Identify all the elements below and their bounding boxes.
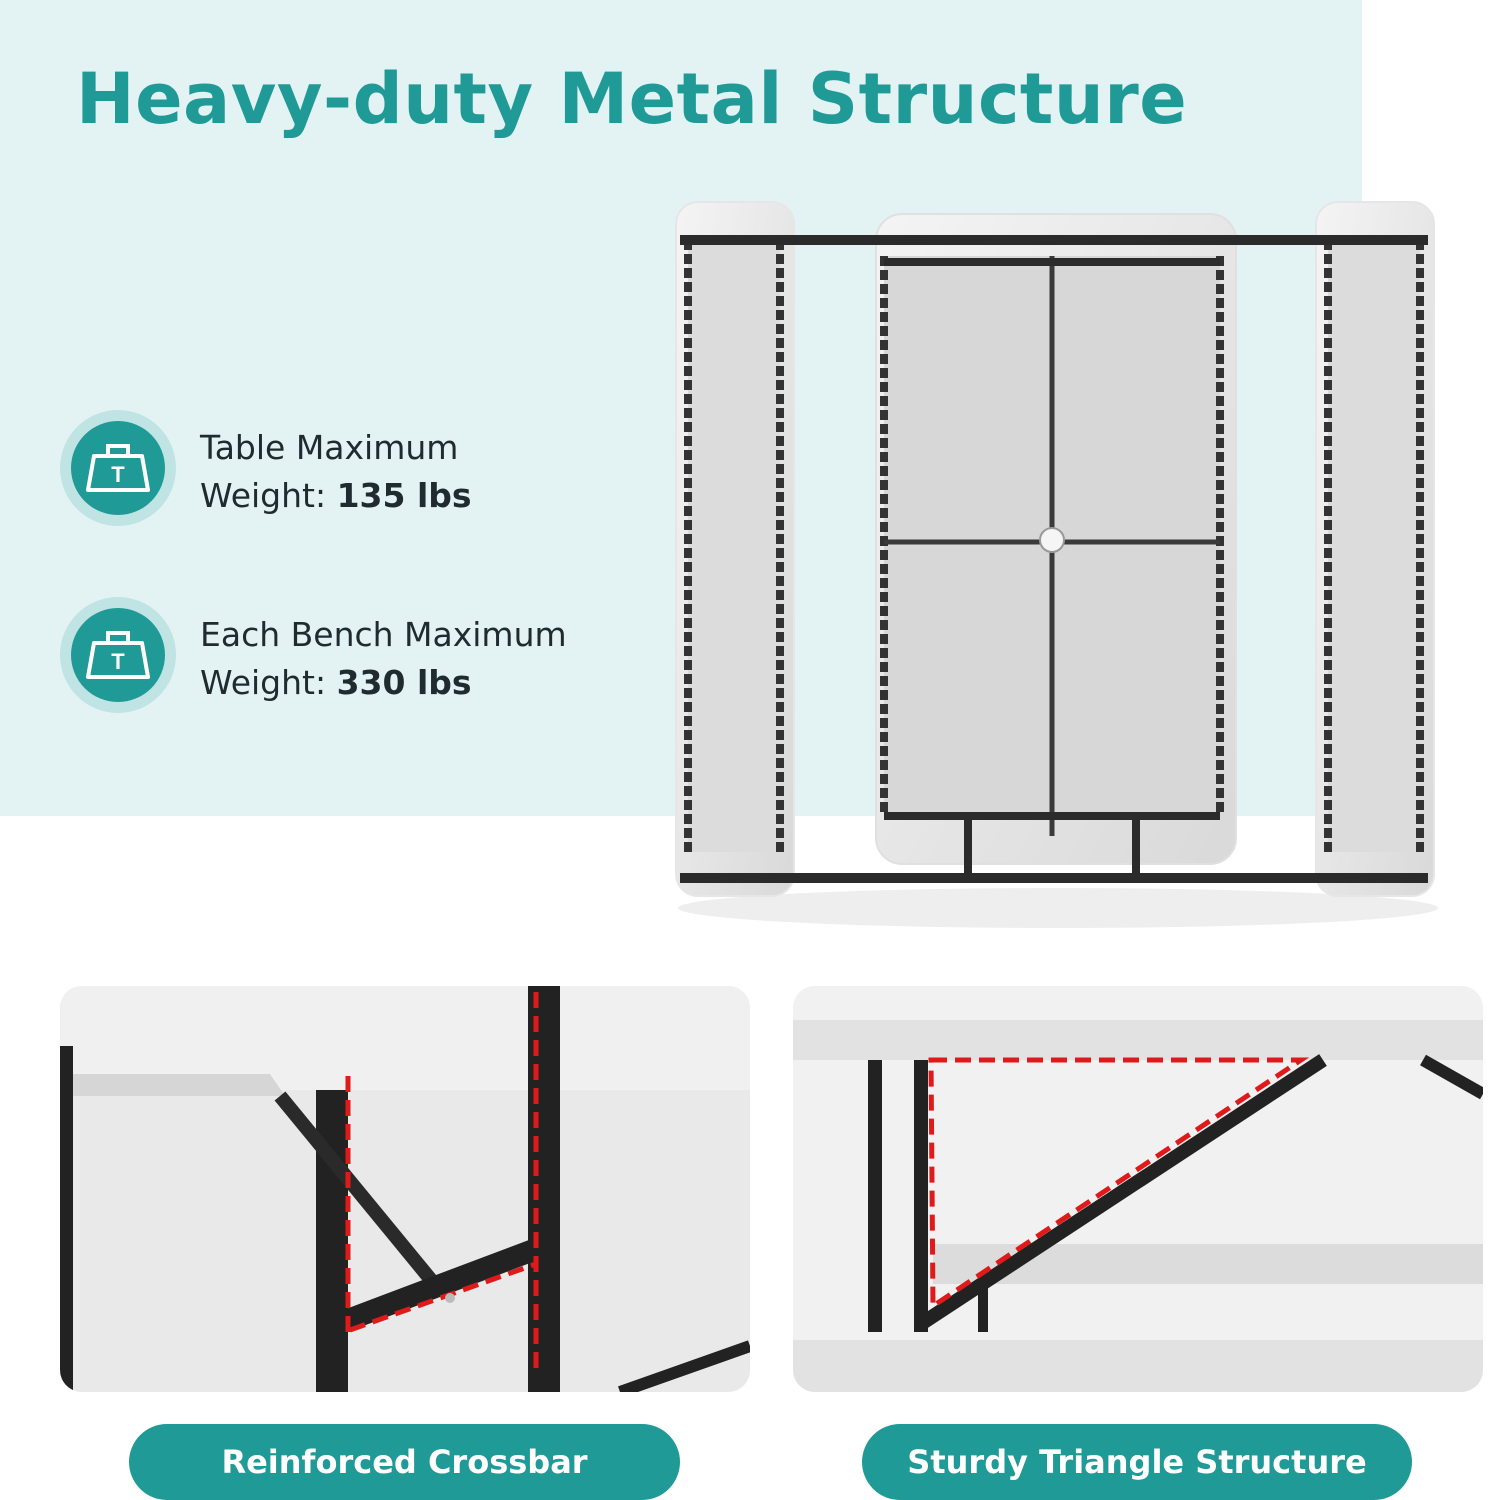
umbrella-hole: [1039, 527, 1065, 553]
spec-table-weight: T Table Maximum Weight: 135 lbs: [60, 410, 660, 530]
caption-sturdy-triangle: Sturdy Triangle Structure: [862, 1424, 1412, 1500]
spec-bench-label: Each Bench Maximum: [200, 615, 567, 654]
spec-bench-weight-line: Weight: 330 lbs: [200, 659, 567, 707]
weight-icon: T: [60, 410, 176, 526]
floor-shadow: [678, 888, 1438, 928]
spec-table-text: Table Maximum Weight: 135 lbs: [200, 424, 472, 520]
weight-icon-letter: T: [111, 649, 125, 674]
spec-table-weight-value: 135 lbs: [336, 476, 472, 515]
table-underside-illustration: [675, 201, 1438, 928]
spec-bench-weight-prefix: Weight:: [200, 663, 337, 702]
right-bench-panel: [1328, 240, 1420, 852]
spec-table-label: Table Maximum: [200, 428, 459, 467]
weight-icon: T: [60, 597, 176, 713]
spec-bench-weight-value: 330 lbs: [336, 663, 472, 702]
spec-bench-text: Each Bench Maximum Weight: 330 lbs: [200, 611, 567, 707]
spec-table-weight-line: Weight: 135 lbs: [200, 472, 472, 520]
caption-reinforced-crossbar: Reinforced Crossbar: [129, 1424, 680, 1500]
spec-table-weight-prefix: Weight:: [200, 476, 337, 515]
headline: Heavy-duty Metal Structure: [76, 58, 1188, 140]
left-bench-panel: [688, 240, 780, 852]
crossbar-illustration: [60, 986, 750, 1392]
weight-icon-letter: T: [111, 462, 125, 487]
triangle-illustration: [793, 986, 1483, 1392]
detail-triangle-photo: [793, 986, 1483, 1392]
detail-crossbar-photo: [60, 986, 750, 1392]
spec-bench-weight: T Each Bench Maximum Weight: 330 lbs: [60, 597, 660, 717]
